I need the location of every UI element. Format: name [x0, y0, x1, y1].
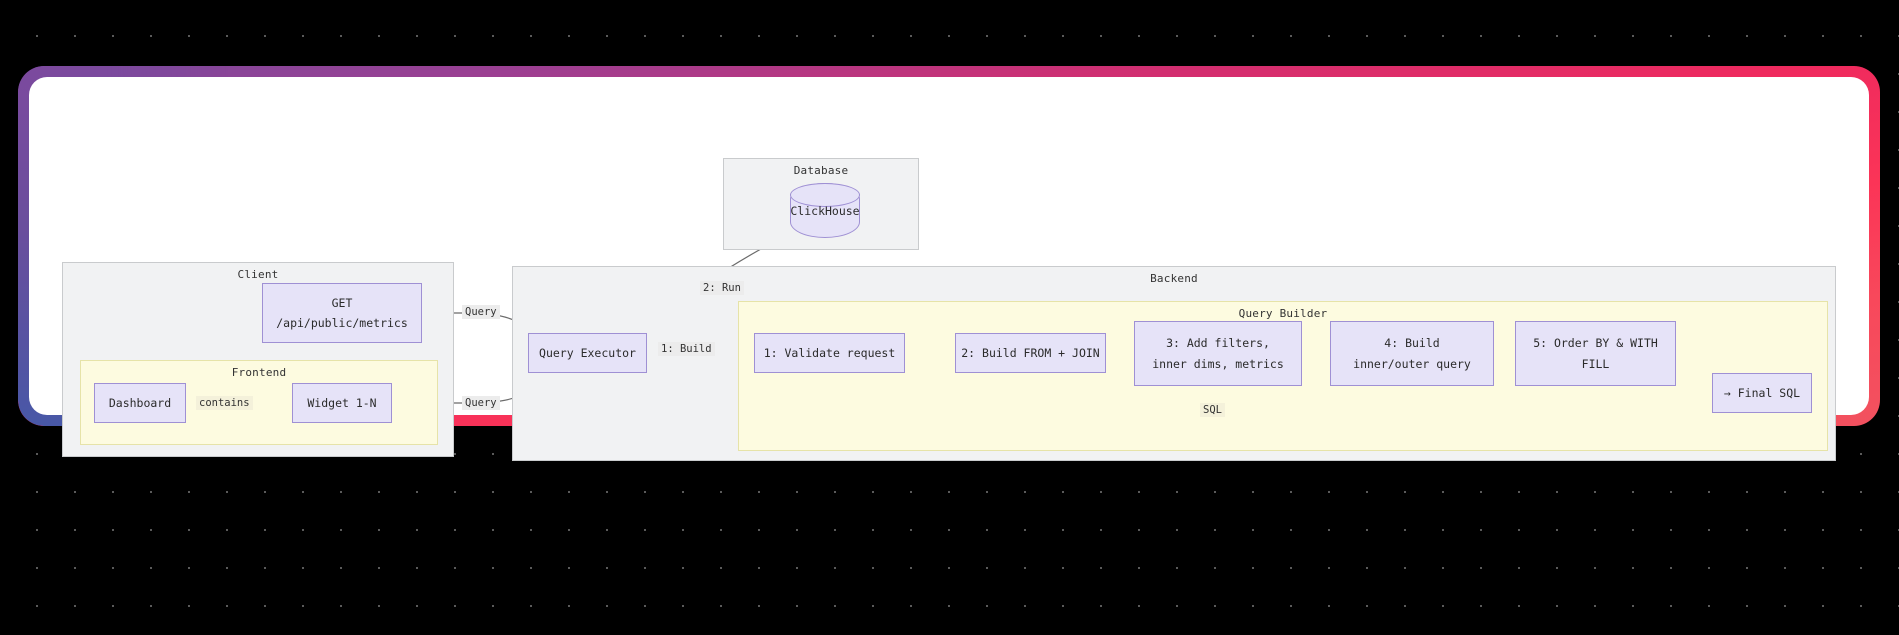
node-query-executor-label: Query Executor	[539, 345, 636, 360]
group-frontend-title: Frontend	[231, 366, 287, 379]
group-backend-title: Backend	[1150, 272, 1198, 285]
node-api-endpoint[interactable]: GET /api/public/metrics	[262, 283, 422, 343]
node-widget-label: Widget 1-N	[307, 395, 377, 410]
node-step-5-line1: 5: Order BY & WITH	[1533, 336, 1658, 351]
node-final-sql[interactable]: → Final SQL	[1712, 373, 1812, 413]
node-step-5-line2: FILL	[1581, 356, 1610, 371]
group-client-title: Client	[237, 268, 279, 281]
node-api-endpoint-method: GET	[331, 295, 353, 310]
edge-label-sql: SQL	[1200, 403, 1225, 417]
node-step-2[interactable]: 2: Build FROM + JOIN	[955, 333, 1106, 373]
node-step-1-label: 1: Validate request	[763, 345, 896, 360]
group-query-builder-title: Query Builder	[1238, 307, 1328, 320]
node-step-3-line1: 3: Add filters,	[1166, 336, 1270, 351]
node-step-5[interactable]: 5: Order BY & WITH FILL	[1515, 321, 1676, 386]
node-step-2-label: 2: Build FROM + JOIN	[961, 345, 1100, 360]
node-final-sql-label: → Final SQL	[1723, 385, 1801, 400]
edge-label-run: 2: Run	[700, 281, 744, 295]
edge-label-query-top: Query	[462, 305, 500, 319]
node-api-endpoint-path: /api/public/metrics	[276, 316, 408, 330]
node-step-4-line2: inner/outer query	[1353, 356, 1471, 371]
group-database-title: Database	[793, 164, 849, 177]
node-step-3[interactable]: 3: Add filters, inner dims, metrics	[1134, 321, 1302, 386]
edge-label-build: 1: Build	[658, 342, 715, 356]
node-clickhouse[interactable]: ClickHouse	[790, 183, 860, 238]
node-query-executor[interactable]: Query Executor	[528, 333, 647, 373]
edge-label-query-bottom: Query	[462, 396, 500, 410]
node-step-4[interactable]: 4: Build inner/outer query	[1330, 321, 1494, 386]
node-dashboard[interactable]: Dashboard	[94, 383, 186, 423]
node-clickhouse-label: ClickHouse	[790, 203, 860, 218]
node-dashboard-label: Dashboard	[108, 395, 172, 410]
node-step-4-line1: 4: Build	[1384, 336, 1440, 351]
edge-label-contains: contains	[196, 396, 253, 410]
node-step-1[interactable]: 1: Validate request	[754, 333, 905, 373]
node-widget[interactable]: Widget 1-N	[292, 383, 392, 423]
node-step-3-line2: inner dims, metrics	[1152, 356, 1284, 371]
